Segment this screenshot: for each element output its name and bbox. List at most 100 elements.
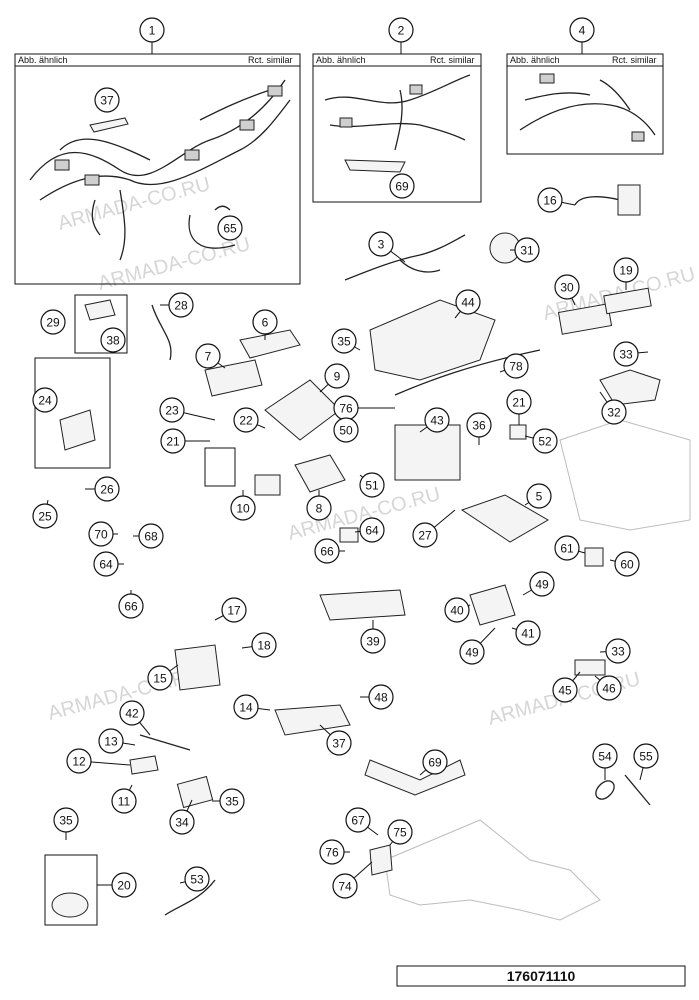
callout-circle [455,289,481,315]
callout-c69a: 69 [389,173,415,199]
callout-circle [217,215,243,241]
callout-circle [554,274,580,300]
callout-circle [230,495,256,521]
callout-number: 37 [100,94,114,108]
callout-c12: 12 [66,748,92,774]
callout-circle [596,675,622,701]
callout-number: 35 [225,795,239,809]
callout-circle [444,597,470,623]
callout-c55: 55 [633,743,659,769]
callout-circle [633,743,659,769]
callout-number: 9 [334,370,341,384]
callout-number: 75 [393,826,407,840]
callout-c14: 14 [233,694,259,720]
callout-circle [412,522,438,548]
callout-c15: 15 [147,665,173,691]
lock-24 [59,409,96,451]
callout-number: 27 [418,529,432,543]
callout-c24: 24 [32,387,58,413]
harness-box-2: Abb. ähnlich Rct. similar [312,53,482,203]
callout-c51: 51 [359,472,385,498]
callout-circle [53,807,79,833]
callout-c4: 4 [569,17,595,43]
watermark: ARMADA-CO.RU [96,233,253,295]
callout-c60: 60 [614,551,640,577]
callout-circle [94,476,120,502]
box-label-right: Rct. similar [612,55,657,65]
guard-69 [364,759,466,796]
callout-c53: 53 [184,866,210,892]
callout-circle [466,412,492,438]
callout-c7: 7 [195,343,221,369]
callout-number: 10 [236,502,250,516]
callout-c27: 27 [412,522,438,548]
callout-c26: 26 [94,476,120,502]
callout-circle [184,866,210,892]
callout-c37a: 37 [94,87,120,113]
callout-number: 6 [262,316,269,330]
callout-number: 49 [535,578,549,592]
callout-circle [514,237,540,263]
clamp-12 [129,755,159,775]
callout-c54: 54 [592,743,618,769]
bracket-74 [369,844,393,876]
callout-circle [368,231,394,257]
callout-number: 37 [332,737,346,751]
callout-c31: 31 [514,237,540,263]
callout-number: 70 [94,528,108,542]
relay-10 [254,474,281,496]
callout-circle [552,677,578,703]
callout-number: 20 [117,879,131,893]
callout-circle [306,495,332,521]
callout-number: 19 [619,264,633,278]
ecu-7 [204,359,263,397]
callout-number: 28 [174,299,188,313]
callout-number: 13 [104,735,118,749]
callout-circle [422,749,448,775]
callout-number: 39 [366,635,380,649]
callout-c3: 3 [368,231,394,257]
callout-c21b: 21 [160,428,186,454]
box-label-left: Abb. ähnlich [510,55,560,65]
callout-circle [529,571,555,597]
callout-number: 74 [338,880,352,894]
callout-circle [333,417,359,443]
box-5 [460,494,549,543]
callout-circle [100,327,126,353]
callout-number: 11 [118,795,131,809]
callout-circle [98,728,124,754]
callout-c35b: 35 [219,788,245,814]
callout-number: 64 [99,558,113,572]
callout-c49b: 49 [459,639,485,665]
battery-43 [394,424,461,481]
callout-circle [537,187,563,213]
callout-circle [614,551,640,577]
callout-number: 1 [149,24,156,38]
callout-circle [515,620,541,646]
callout-c11: 11 [111,788,137,814]
callout-circle [93,551,119,577]
callout-c16: 16 [537,187,563,213]
harness-box-4: Abb. ähnlich Rct. similar [506,53,664,155]
frame-outline-upper [559,419,691,531]
detail-box-10 [204,447,236,487]
callout-circle [314,538,340,564]
callout-c66b: 66 [118,593,144,619]
callout-number: 33 [611,645,625,659]
callout-c36: 36 [466,412,492,438]
bracket-46 [574,659,606,676]
callout-number: 26 [100,483,114,497]
callout-circle [66,748,92,774]
callout-number: 53 [190,873,204,887]
bracket-15 [174,644,221,691]
callout-number: 29 [46,316,60,330]
callout-number: 23 [165,404,179,418]
callout-circle [569,17,595,43]
callout-circle [160,428,186,454]
callout-number: 31 [520,244,534,258]
regulator-40 [469,584,516,626]
callout-number: 51 [365,479,379,493]
detail-box-24 [34,357,111,469]
callout-c65: 65 [217,215,243,241]
